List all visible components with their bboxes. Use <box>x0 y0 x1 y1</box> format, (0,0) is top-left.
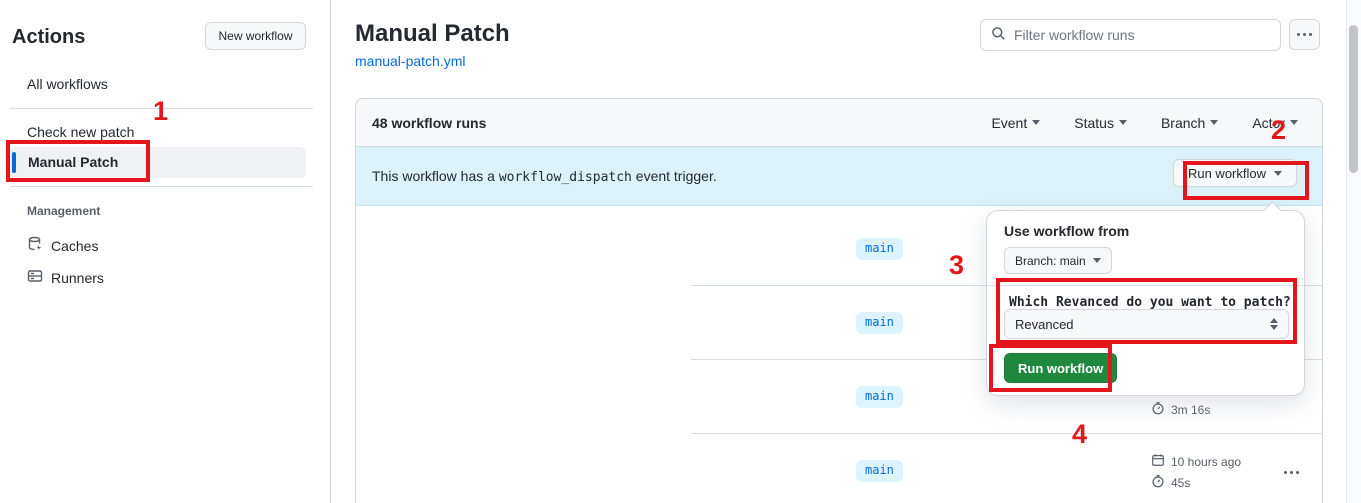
branch-badge[interactable]: main <box>856 460 903 482</box>
sidebar-item-caches[interactable]: Caches <box>27 236 98 255</box>
run-workflow-submit-button[interactable]: Run workflow <box>1004 353 1118 383</box>
run-options-button[interactable] <box>1284 465 1299 479</box>
new-workflow-button[interactable]: New workflow <box>205 22 306 50</box>
use-workflow-from-heading: Use workflow from <box>1004 223 1130 239</box>
filter-branch-dropdown[interactable]: Branch <box>1161 115 1219 131</box>
page-title: Manual Patch <box>355 20 510 47</box>
row-divider <box>691 433 1322 434</box>
workflow-run-row[interactable]: main <box>356 206 1322 285</box>
workflow-dispatch-banner: This workflow has a workflow_dispatch ev… <box>356 147 1322 206</box>
workflow-run-row[interactable]: main 10 hours ago 45s <box>356 433 1322 503</box>
runners-icon <box>27 268 43 287</box>
sidebar-separator <box>330 0 331 503</box>
run-workflow-popup: Use workflow from Branch: main Which Rev… <box>986 201 1305 396</box>
actions-sidebar: Actions New workflow All workflows Check… <box>0 0 330 503</box>
sidebar-item-check-new-patch[interactable]: Check new patch <box>27 124 135 140</box>
workflow-run-row[interactable]: main 3m 16s <box>356 359 1322 433</box>
cache-database-icon <box>27 236 43 255</box>
management-heading: Management <box>27 204 101 218</box>
workflow-runs-table: 48 workflow runs Event Status Branch Act… <box>355 98 1323 503</box>
runs-table-header: 48 workflow runs Event Status Branch Act… <box>356 99 1322 147</box>
run-workflow-dropdown-button[interactable]: Run workflow <box>1172 159 1297 187</box>
workflow-run-row[interactable]: main <box>356 285 1322 359</box>
chevron-down-icon <box>1210 120 1219 125</box>
sidebar-divider <box>10 108 313 109</box>
branch-badge[interactable]: main <box>856 386 903 408</box>
sidebar-title: Actions <box>12 26 86 48</box>
stopwatch-icon <box>1151 474 1165 491</box>
sidebar-item-all-workflows[interactable]: All workflows <box>27 76 108 92</box>
run-duration: 45s <box>1151 474 1190 491</box>
sidebar-item-label: Runners <box>51 269 104 286</box>
branch-badge[interactable]: main <box>856 238 903 260</box>
select-updown-icon <box>1270 318 1278 330</box>
sidebar-item-runners[interactable]: Runners <box>27 268 104 287</box>
filter-event-dropdown[interactable]: Event <box>991 115 1041 131</box>
selected-accent-bar <box>12 152 16 173</box>
calendar-icon <box>1151 453 1165 470</box>
sidebar-item-label: Caches <box>51 237 99 254</box>
chevron-down-icon <box>1118 120 1127 125</box>
kebab-horizontal-icon <box>1284 470 1287 474</box>
stopwatch-icon <box>1151 401 1165 418</box>
kebab-horizontal-icon <box>1297 33 1300 36</box>
filter-workflow-runs-input[interactable] <box>1014 27 1270 43</box>
search-icon <box>991 26 1006 44</box>
workflow-dispatch-code: workflow_dispatch <box>498 169 632 185</box>
sidebar-divider <box>10 186 313 187</box>
filter-status-dropdown[interactable]: Status <box>1074 115 1127 131</box>
filter-workflow-runs-box <box>980 19 1281 51</box>
workflow-runs-count: 48 workflow runs <box>372 114 487 131</box>
workflow-more-options-button[interactable] <box>1289 19 1320 50</box>
chevron-down-icon <box>1092 258 1101 263</box>
run-duration: 3m 16s <box>1151 401 1210 418</box>
branch-badge[interactable]: main <box>856 312 903 334</box>
scrollbar-thumb[interactable] <box>1349 25 1358 173</box>
chevron-down-icon <box>1290 120 1298 125</box>
revanced-select[interactable]: Revanced <box>1004 309 1289 339</box>
banner-text: This workflow has a workflow_dispatch ev… <box>372 167 717 185</box>
branch-selector-button[interactable]: Branch: main <box>1004 247 1112 274</box>
runs-filters: Event Status Branch Actor <box>991 115 1298 131</box>
workflow-file-link[interactable]: manual-patch.yml <box>355 53 466 69</box>
filter-actor-dropdown[interactable]: Actor <box>1252 115 1298 131</box>
sidebar-item-manual-patch[interactable]: Manual Patch <box>10 147 306 178</box>
chevron-down-icon <box>1274 170 1282 176</box>
chevron-down-icon <box>1032 120 1041 125</box>
sidebar-item-label: Manual Patch <box>28 154 119 170</box>
select-value: Revanced <box>1015 316 1074 332</box>
popup-divider <box>987 285 1304 286</box>
run-time: 10 hours ago <box>1151 453 1241 470</box>
